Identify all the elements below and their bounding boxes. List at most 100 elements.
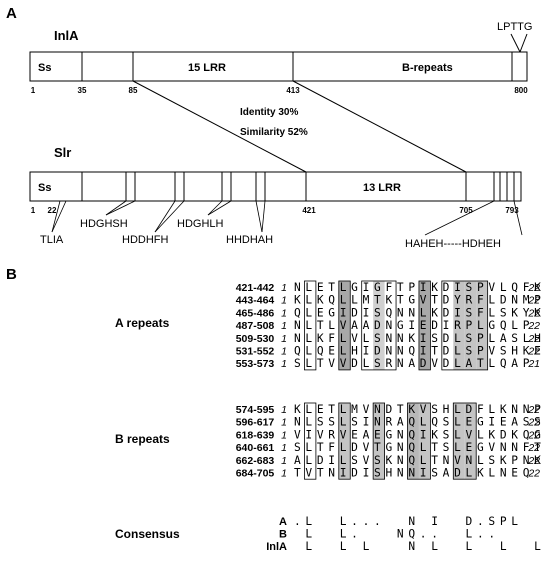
b-seq-0: KLETLMVNDTKVSHLDFLKNNP	[294, 403, 546, 416]
a-conserved-box-2	[361, 280, 397, 371]
panel-a-label: A	[6, 5, 17, 22]
a-seq-5: QLQELHIDNNQITDLSPVSHKE	[294, 345, 546, 358]
consensus-seq-2: L L L N L L L L	[294, 540, 546, 553]
b-range-3: 640-661	[236, 442, 275, 454]
b-end-0: 22	[527, 404, 540, 416]
b-seq-1: NLSSLSINRAQLQSLEGIEASS	[294, 416, 546, 429]
motif-hddhfh: HDDHFH	[122, 234, 168, 246]
a-range-1: 443-464	[236, 295, 275, 307]
a-range-4: 509-530	[236, 333, 275, 345]
inla-ss: Ss	[38, 62, 51, 74]
slr-pos-705: 705	[459, 206, 473, 215]
b-end-1: 22	[527, 417, 540, 429]
a-start-5: 1	[281, 346, 287, 358]
a-conserved-box-1	[338, 280, 351, 371]
a-range-2: 465-486	[236, 307, 275, 319]
a-shade-col-15	[464, 281, 477, 370]
consensus-seq-0: .L L... N I D.SPL	[294, 515, 523, 528]
slr-pos-1: 1	[31, 206, 36, 215]
b-shade-col-7	[373, 403, 385, 480]
b-conserved-box-4	[452, 402, 477, 480]
b-shade-col-10	[407, 403, 419, 480]
a-end-6: 21	[527, 358, 540, 370]
consensus-title: Consensus	[115, 527, 180, 541]
anchor-line-1	[510, 33, 521, 53]
a-shade-col-16	[476, 281, 488, 370]
b-start-3: 1	[281, 442, 287, 454]
motif-hhdhah: HHDHAH	[226, 234, 273, 246]
motif-hdghsh: HDGHSH	[80, 218, 128, 230]
a-end-3: 22	[527, 320, 540, 332]
a-end-2: 22	[527, 307, 540, 319]
a-start-0: 1	[281, 282, 287, 294]
b-range-0: 574-595	[236, 404, 275, 416]
consensus-label-1: B	[279, 529, 287, 541]
b-seq-3: SLTFLDVTGNQLTSLEGVNNFT	[294, 441, 546, 454]
a-shade-col-14	[453, 281, 465, 370]
slr-bar	[29, 171, 522, 202]
b-shade-col-11	[418, 403, 431, 480]
a-conserved-box-3	[418, 280, 431, 371]
b-end-3: 22	[527, 442, 540, 454]
b-start-1: 1	[281, 417, 287, 429]
b-range-5: 684-705	[236, 468, 275, 480]
b-conserved-box-2	[372, 402, 385, 480]
inla-bar	[29, 51, 528, 82]
motif-pointer-lines	[51, 200, 523, 236]
a-range-5: 531-552	[236, 346, 275, 358]
a-start-3: 1	[281, 320, 287, 332]
slr-pos-22: 22	[48, 206, 57, 215]
a-seq-3: NLTLVAADNGIEDIRPLGQLP	[294, 319, 534, 332]
slr-ss: Ss	[38, 182, 51, 194]
slr-pos-793: 793	[505, 206, 519, 215]
a-seq-2: QLEGIDISQNNLKDISFLSKYK	[294, 306, 546, 319]
mapping-line-right	[292, 80, 467, 173]
b-conserved-box-0	[304, 402, 317, 480]
a-shade-col-11	[418, 281, 431, 370]
a-shade-col-4	[338, 281, 351, 370]
a-conserved-box-4	[441, 280, 489, 371]
b-seq-5: TVTNIDISHNNISADLKLNEQ	[294, 467, 534, 480]
a-shade-col-7	[373, 281, 385, 370]
b-end-5: 22	[527, 468, 540, 480]
motif-haheh-hdheh: HAHEH-----HDHEH	[405, 238, 501, 250]
a-range-3: 487-508	[236, 320, 275, 332]
consensus-label-2: InlA	[266, 541, 287, 553]
inla-pos-85: 85	[129, 86, 138, 95]
panel-b-label: B	[6, 266, 17, 283]
slr-pos-421: 421	[302, 206, 316, 215]
b-start-0: 1	[281, 404, 287, 416]
a-end-4: 22	[527, 333, 540, 345]
a-range-6: 553-573	[236, 358, 275, 370]
b-start-4: 1	[281, 455, 287, 467]
inla-brepeats: B-repeats	[402, 62, 453, 74]
b-range-2: 618-639	[236, 429, 275, 441]
a-end-1: 22	[527, 295, 540, 307]
a-seq-1: KLKQLLMTKTGVTDYRFLDNMP	[294, 294, 546, 307]
b-seq-2: VIVRVEAEGNQIKSLVLKDKQG	[294, 428, 546, 441]
a-end-5: 22	[527, 346, 540, 358]
inla-pos-35: 35	[78, 86, 87, 95]
a-conserved-box-0	[304, 280, 317, 371]
a-repeats-title: A repeats	[115, 316, 170, 330]
b-shade-col-15	[464, 403, 477, 480]
inla-anchor: LPTTG	[497, 21, 532, 33]
a-end-0: 22	[527, 282, 540, 294]
b-shade-col-14	[453, 403, 465, 480]
inla-pos-800: 800	[514, 86, 528, 95]
a-seq-4: NLKFLVLSNNKISDLSPLASLH	[294, 332, 546, 345]
b-range-4: 662-683	[236, 455, 275, 467]
inla-lrr: 15 LRR	[188, 62, 226, 74]
anchor-line-2	[519, 33, 528, 53]
inla-pos-1: 1	[31, 86, 36, 95]
a-start-1: 1	[281, 295, 287, 307]
a-start-4: 1	[281, 333, 287, 345]
inla-name: InlA	[54, 28, 79, 43]
a-seq-6: SLTVVDLSRNADVDLATLQAP	[294, 357, 534, 370]
b-start-5: 1	[281, 468, 287, 480]
a-range-0: 421-442	[236, 282, 275, 294]
